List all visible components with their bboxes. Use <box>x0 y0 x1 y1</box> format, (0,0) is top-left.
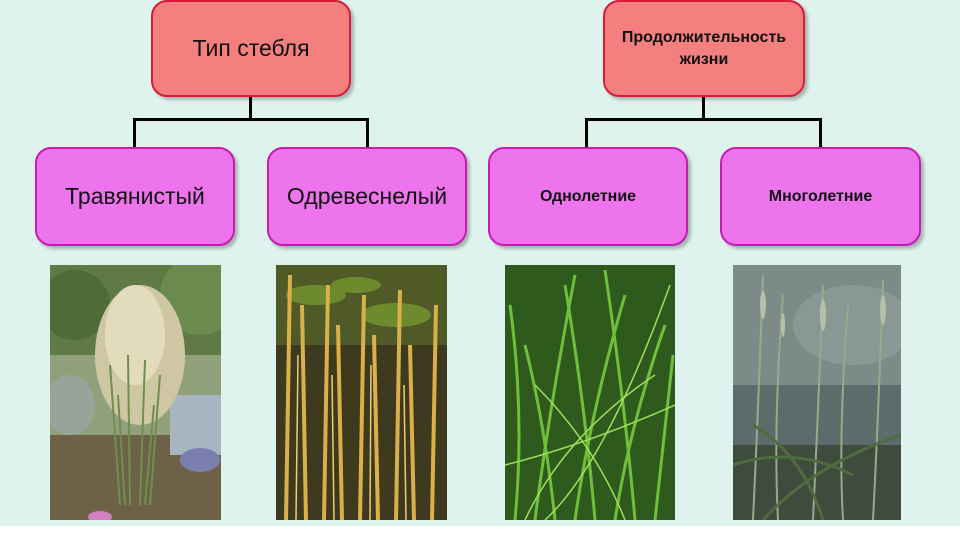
connector-stem-vertical <box>249 97 252 119</box>
annual-label: Однолетние <box>539 187 637 205</box>
perennial-grass-photo <box>733 265 901 520</box>
annual-grass-photo <box>505 265 675 520</box>
connector-life-right-drop <box>819 118 822 148</box>
perennial-box: Многолетние <box>720 147 921 246</box>
woody-label: Одревеснелый <box>286 183 448 209</box>
herbaceous-label: Травянистый <box>65 183 205 209</box>
connector-life-vertical <box>702 97 705 119</box>
herbaceous-grass-photo <box>50 265 221 520</box>
woody-box: Одревеснелый <box>267 147 467 246</box>
perennial-label: Многолетние <box>768 187 873 205</box>
bottom-strip <box>0 526 960 540</box>
woody-bamboo-photo <box>276 265 447 520</box>
stem-type-box: Тип стебля <box>151 0 351 97</box>
connector-life-horizontal <box>585 118 822 121</box>
herbaceous-box: Травянистый <box>35 147 235 246</box>
lifespan-label-line2: жизни <box>679 50 729 68</box>
connector-stem-horizontal <box>133 118 369 121</box>
connector-stem-left-drop <box>133 118 136 148</box>
connector-life-left-drop <box>585 118 588 148</box>
connector-stem-right-drop <box>366 118 369 148</box>
stem-type-label: Тип стебля <box>192 35 310 61</box>
lifespan-label-line1: Продолжительность <box>621 28 787 46</box>
annual-box: Однолетние <box>488 147 688 246</box>
lifespan-box: Продолжительность жизни <box>603 0 805 97</box>
